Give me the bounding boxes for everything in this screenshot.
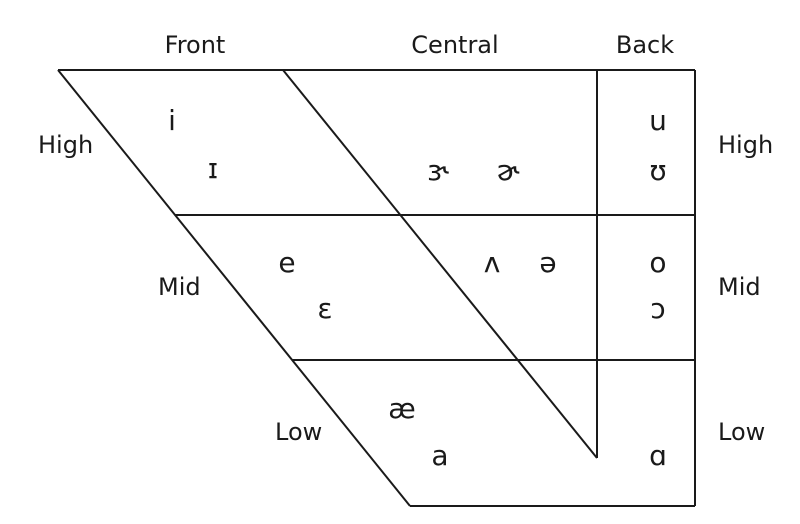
- column-label-back: Back: [616, 31, 674, 59]
- row-label-high-left: High: [38, 131, 93, 159]
- vowel-back-low: ɑ: [649, 439, 667, 472]
- row-label-low-right: Low: [718, 418, 765, 446]
- column-label-front: Front: [165, 31, 226, 59]
- vowel-central-high-unstressed: ɚ: [497, 154, 520, 187]
- vowel-central-mid-unstressed: ə: [539, 246, 556, 279]
- vowel-central-high-stressed: ɝ: [427, 154, 449, 187]
- central-slanted-divider: [282, 69, 598, 459]
- vowel-front-high-lax: ɪ: [208, 152, 218, 185]
- row-label-mid-left: Mid: [158, 273, 201, 301]
- vowel-central-mid-stressed: ʌ: [484, 246, 501, 279]
- vowel-front-mid-tense: e: [278, 246, 295, 279]
- chart-frame: [57, 69, 696, 507]
- row-label-low-left: Low: [275, 418, 322, 446]
- vowel-front-low-2: a: [431, 439, 448, 472]
- row-label-high-right: High: [718, 131, 773, 159]
- vowel-back-high-tense: u: [649, 104, 667, 137]
- vowel-back-high-lax: ʊ: [649, 154, 666, 187]
- vowel-front-mid-lax: ɛ: [317, 292, 332, 325]
- vowel-front-low-1: æ: [388, 392, 416, 425]
- vowel-front-high-tense: i: [168, 104, 176, 137]
- row-label-mid-right: Mid: [718, 273, 761, 301]
- vowel-back-mid-lax: ɔ: [650, 292, 665, 325]
- left-slanted-border: [57, 69, 411, 507]
- column-label-central: Central: [411, 31, 498, 59]
- vowel-back-mid-tense: o: [649, 246, 666, 279]
